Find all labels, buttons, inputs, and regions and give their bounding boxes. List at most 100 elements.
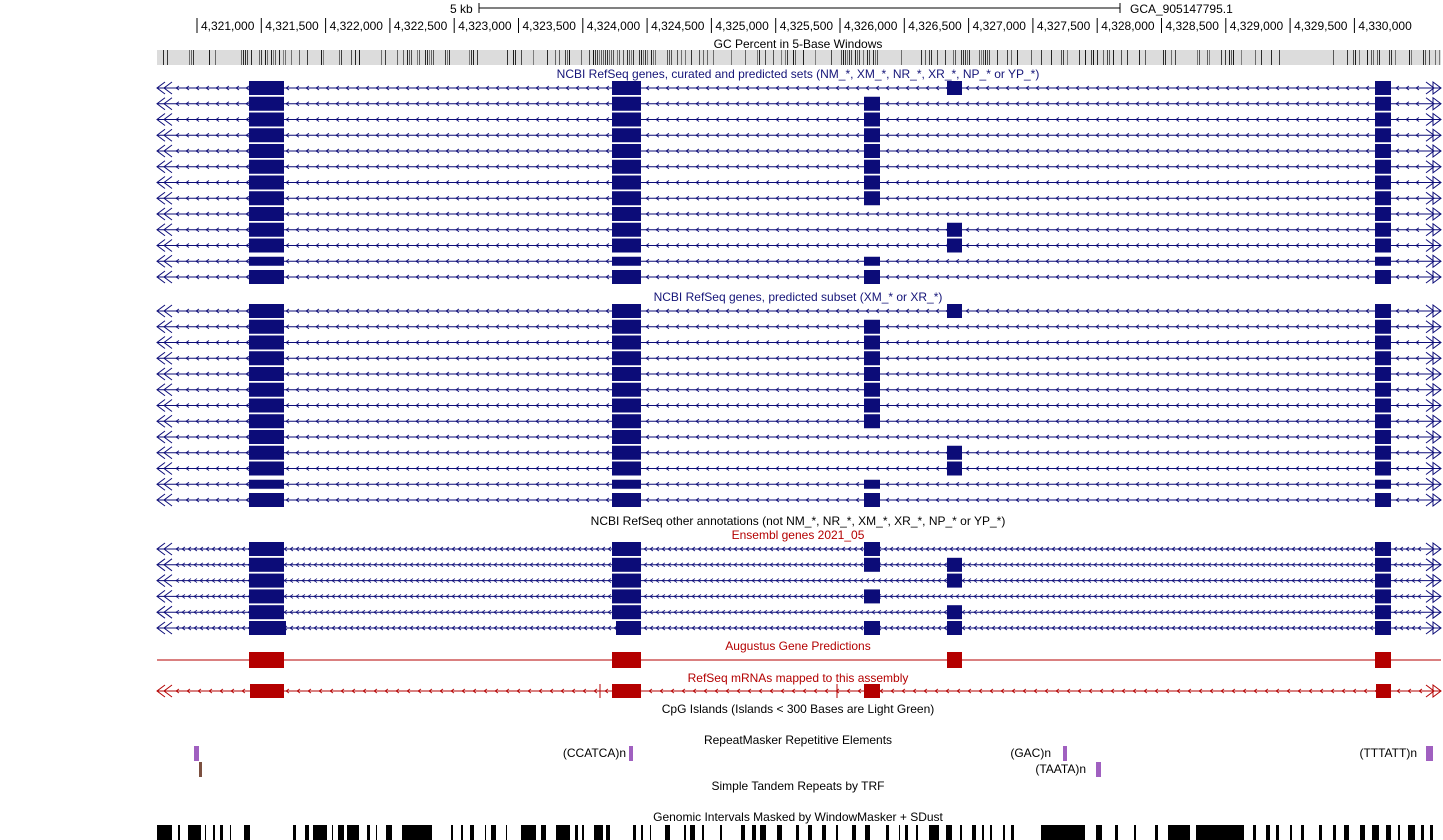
intron-chevron [595, 466, 600, 471]
intron-chevron [1415, 132, 1420, 138]
strand-chevron [1425, 239, 1435, 252]
intron-chevron [1335, 371, 1340, 377]
intron-chevron [1153, 594, 1158, 599]
intron-chevron [1291, 625, 1296, 631]
intron-chevron [1245, 85, 1250, 91]
intron-chevron [523, 594, 528, 599]
intron-chevron [975, 101, 980, 107]
intron-chevron [575, 497, 580, 503]
intron-chevron [211, 546, 216, 552]
intron-chevron [409, 562, 414, 568]
intron-chevron [1065, 211, 1070, 217]
intron-chevron [935, 371, 940, 377]
intron-chevron [245, 403, 250, 408]
intron-chevron [905, 243, 910, 248]
intron-chevron [915, 274, 920, 280]
intron-chevron [175, 497, 180, 503]
intron-chevron [715, 148, 720, 154]
strand-chevron [163, 160, 173, 174]
intron-chevron [643, 546, 648, 552]
intron-chevron [1325, 324, 1330, 330]
intron-chevron [665, 132, 670, 138]
intron-chevron [1225, 371, 1230, 377]
intron-chevron [715, 546, 720, 552]
intron-chevron [1099, 609, 1104, 615]
intron-chevron [305, 164, 310, 170]
intron-chevron [375, 497, 380, 503]
intron-chevron [665, 371, 670, 377]
intron-chevron [1201, 562, 1206, 568]
exon [1375, 367, 1391, 381]
intron-chevron [919, 609, 924, 615]
intron-chevron [525, 387, 530, 393]
intron-chevron [375, 243, 380, 248]
intron-chevron [409, 609, 414, 615]
intron-chevron [1309, 578, 1314, 583]
intron-chevron [305, 274, 310, 280]
intron-chevron [785, 497, 790, 503]
intron-chevron [1249, 562, 1254, 568]
intron-chevron [415, 243, 420, 248]
exon [1375, 128, 1391, 143]
intron-chevron [375, 434, 380, 440]
intron-chevron [235, 274, 240, 280]
intron-chevron [475, 609, 480, 615]
intron-chevron [725, 180, 730, 185]
intron-chevron [1405, 85, 1410, 91]
intron-chevron [215, 481, 220, 487]
intron-chevron [775, 308, 780, 314]
intron-chevron [915, 403, 920, 408]
intron-chevron [1405, 117, 1410, 122]
intron-chevron [1135, 164, 1140, 170]
intron-chevron [995, 258, 1000, 264]
intron-chevron [565, 594, 570, 599]
intron-chevron [1405, 562, 1410, 568]
intron-chevron [1345, 164, 1350, 170]
intron-chevron [1045, 274, 1050, 280]
intron-chevron [649, 625, 654, 631]
intron-chevron [715, 594, 720, 599]
intron-chevron [1275, 387, 1280, 393]
intron-chevron [1135, 258, 1140, 264]
intron-chevron [1055, 148, 1060, 154]
intron-chevron [1335, 148, 1340, 154]
intron-chevron [315, 403, 320, 408]
intron-chevron [775, 117, 780, 122]
intron-chevron [695, 132, 700, 138]
intron-chevron [755, 132, 760, 138]
intron-chevron [415, 434, 420, 440]
intron-chevron [1219, 562, 1224, 568]
intron-chevron [1085, 227, 1090, 233]
intron-chevron [1065, 466, 1070, 471]
intron-chevron [1159, 594, 1164, 599]
intron-chevron [555, 450, 560, 456]
intron-chevron [495, 117, 500, 122]
intron-chevron [365, 387, 370, 393]
intron-chevron [295, 466, 300, 471]
intron-chevron [515, 148, 520, 154]
intron-chevron [315, 497, 320, 503]
intron-chevron [1039, 625, 1044, 631]
gc-percent-bar [983, 50, 984, 65]
intron-chevron [205, 211, 210, 217]
intron-chevron [1125, 340, 1130, 345]
intron-chevron [1215, 355, 1220, 361]
intron-chevron [945, 180, 950, 185]
intron-chevron [385, 227, 390, 233]
intron-chevron [195, 274, 200, 280]
intron-chevron [985, 562, 990, 568]
intron-chevron [885, 195, 890, 201]
intron-chevron [1005, 371, 1010, 377]
intron-chevron [825, 117, 830, 122]
intron-chevron [1057, 625, 1062, 631]
intron-chevron [859, 578, 864, 583]
gc-percent-bar [703, 50, 704, 65]
intron-chevron [725, 132, 730, 138]
intron-chevron [1069, 609, 1074, 615]
gc-percent-bar [925, 50, 926, 65]
intron-chevron [1135, 180, 1140, 185]
intron-chevron [985, 101, 990, 107]
intron-chevron [1279, 578, 1284, 583]
